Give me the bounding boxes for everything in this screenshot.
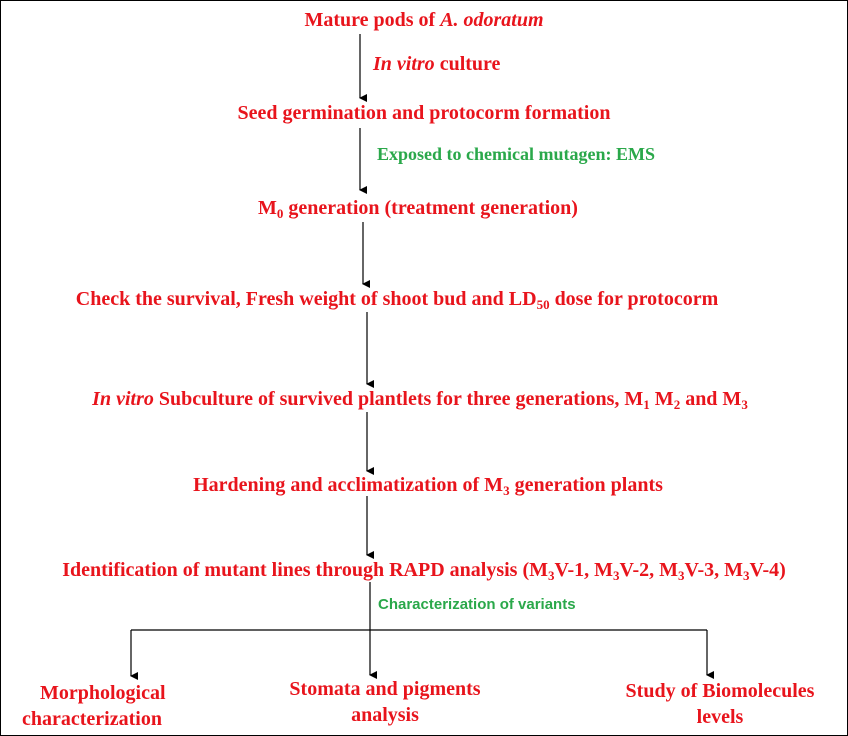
step-seed-germination: Seed germination and protocorm formation	[237, 102, 611, 124]
step-mature-pods: Mature pods of A. odoratum	[304, 9, 544, 31]
step-check-survival: Check the survival, Fresh weight of shoo…	[75, 288, 719, 312]
leaf-biomolecules: Study of Biomolecules levels	[625, 680, 815, 728]
step-m0-generation: M0 generation (treatment generation)	[258, 197, 578, 221]
note-in-vitro-culture: In vitro culture	[373, 53, 501, 75]
step-hardening: Hardening and acclimatization of M3 gene…	[193, 474, 663, 498]
leaf-stomata-pigments: Stomata and pigments analysis	[289, 678, 481, 726]
step-identification-rapd: Identification of mutant lines through R…	[62, 559, 786, 583]
step-subculture: In vitro Subculture of survived plantlet…	[92, 388, 748, 412]
leaf-morphological: Morphological characterization	[22, 682, 166, 730]
note-characterization: Characterization of variants	[378, 596, 576, 613]
note-chemical-mutagen: Exposed to chemical mutagen: EMS	[377, 144, 655, 164]
